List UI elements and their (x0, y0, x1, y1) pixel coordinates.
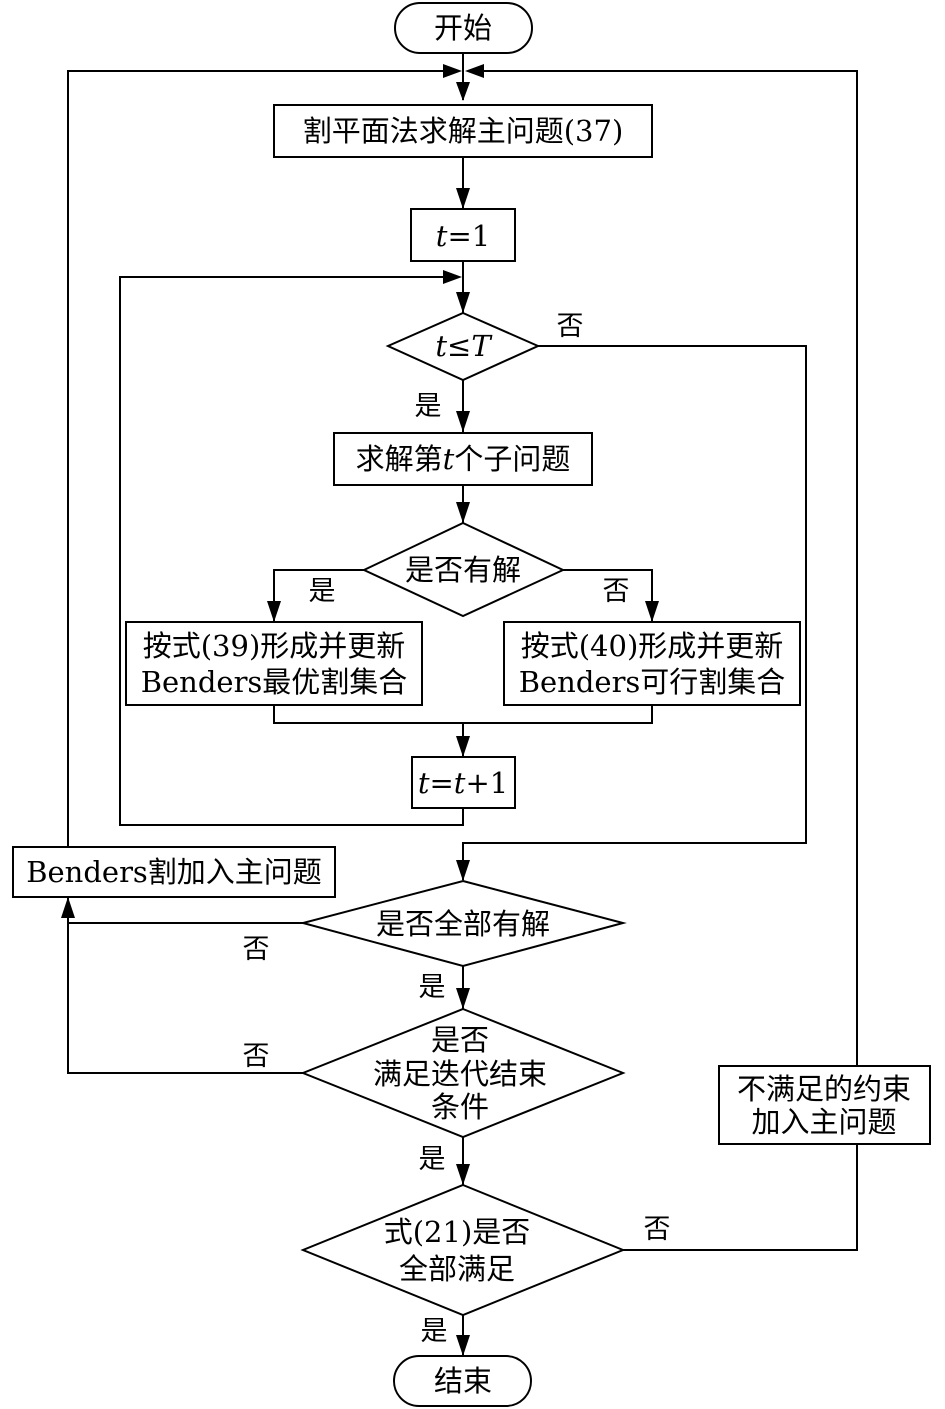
edge-cond-no (462, 345, 807, 880)
optimal-cut-line2: Benders最优割集合 (141, 665, 408, 699)
all-solved-yes-label: 是 (419, 972, 446, 1003)
solve-subproblem-label: 求解第t个子问题 (356, 442, 571, 476)
edge-all-no (67, 897, 303, 924)
all-solved-label: 是否全部有解 (376, 907, 550, 941)
edge-increment-loop (119, 276, 464, 826)
has-solution-yes-label: 是 (309, 576, 336, 607)
edge-benders-loop (67, 70, 443, 847)
master-problem-box (273, 104, 653, 158)
arrowhead (443, 270, 462, 284)
arrowhead (456, 82, 470, 101)
edge-converged-no (67, 923, 303, 1074)
feasible-cut-box (503, 621, 801, 706)
all-solved-diamond (299, 879, 627, 968)
arrowhead (456, 188, 470, 209)
start-terminal (394, 2, 533, 54)
add-benders-label: Benders割加入主问题 (26, 855, 322, 889)
edge-constraint-loop (484, 70, 858, 1066)
add-constraint-box (718, 1065, 931, 1145)
start-label: 开始 (434, 11, 492, 45)
edge-optimal-merge (273, 705, 653, 724)
optimal-cut-line1: 按式(39)形成并更新 (143, 629, 406, 663)
arrowhead (465, 64, 484, 78)
end-label: 结束 (434, 1364, 492, 1398)
add-benders-box (12, 846, 336, 898)
cond-t-no-label: 否 (557, 311, 584, 342)
arrowhead (456, 411, 470, 432)
eq21-line1: 式(21)是否 (384, 1215, 531, 1249)
cond-t-yes-label: 是 (415, 391, 442, 422)
converged-line3: 条件 (431, 1090, 489, 1124)
all-solved-no-label: 否 (243, 934, 270, 965)
cond-t-label: t≤T (435, 329, 493, 363)
arrowhead (443, 64, 462, 78)
arrowhead (267, 601, 281, 622)
converged-diamond (300, 1007, 626, 1139)
eq21-diamond (300, 1183, 626, 1317)
has-solution-no-label: 否 (603, 576, 630, 607)
add-constraint-line2: 加入主问题 (751, 1105, 896, 1139)
arrowhead (61, 897, 75, 918)
arrowhead (645, 601, 659, 622)
init-t-label: t=1 (436, 219, 490, 253)
arrowhead (456, 860, 470, 881)
increment-t-box (411, 756, 516, 809)
arrowhead (456, 988, 470, 1009)
optimal-cut-box (125, 621, 423, 706)
has-solution-diamond (361, 521, 566, 618)
has-solution-label: 是否有解 (405, 553, 521, 587)
converged-line2: 满足迭代结束 (373, 1057, 547, 1091)
arrowhead (456, 1164, 470, 1185)
converged-line1: 是否 (431, 1023, 489, 1057)
increment-t-label: t=t+1 (418, 766, 508, 800)
arrowhead (456, 292, 470, 313)
solve-subproblem-box (333, 432, 593, 486)
cond-t-diamond (385, 311, 541, 382)
arrowhead (456, 1335, 470, 1356)
init-t-box (410, 208, 516, 262)
master-problem-label: 割平面法求解主问题(37) (303, 114, 624, 148)
feasible-cut-line1: 按式(40)形成并更新 (521, 629, 784, 663)
arrowhead (456, 502, 470, 523)
add-constraint-line1: 不满足的约束 (737, 1072, 911, 1106)
eq21-line2: 全部满足 (399, 1252, 515, 1286)
converged-yes-label: 是 (419, 1144, 446, 1175)
eq21-no-label: 否 (644, 1214, 671, 1245)
arrowhead (456, 736, 470, 757)
converged-no-label: 否 (243, 1041, 270, 1072)
eq21-yes-label: 是 (421, 1316, 448, 1347)
edge-eq21-no (623, 1144, 858, 1251)
end-terminal (393, 1355, 532, 1407)
feasible-cut-line2: Benders可行割集合 (519, 665, 786, 699)
